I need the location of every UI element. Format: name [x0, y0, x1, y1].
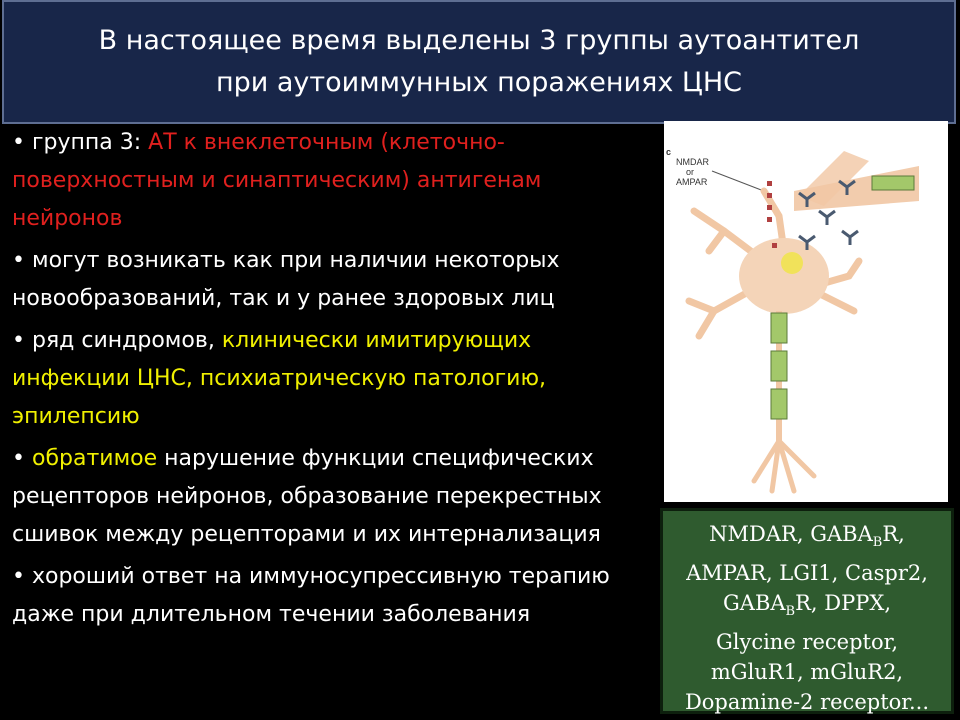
antigen-text: NMDAR, GABA	[709, 522, 873, 546]
bullet-marker: •	[12, 248, 32, 273]
bullet-text: ряд синдромов,	[31, 328, 222, 353]
bullet-syndromes: • ряд синдромов, клинически имитирующих …	[12, 322, 652, 436]
axon	[770, 311, 788, 441]
antibody-icons	[798, 179, 859, 250]
synapse-region	[799, 151, 869, 206]
bullet-text: группа 3:	[31, 130, 149, 155]
antigen-list: NMDAR, GABABR, AMPAR, LGI1, Caspr2, GABA…	[660, 508, 954, 714]
bullet-highlight-yellow: клинически имитирующих инфекции ЦНС, пси…	[12, 328, 546, 429]
bullet-marker: •	[12, 446, 32, 471]
antigen-text: GABA	[723, 591, 786, 616]
neuron-figure: c NMDAR or AMPAR	[664, 121, 948, 502]
bullet-group3: • группа 3: АТ к внеклеточным (клеточно-…	[12, 124, 652, 238]
title-line-1: В настоящее время выделены 3 группы ауто…	[98, 25, 860, 56]
bullet-text: могут возникать как при наличии некоторы…	[12, 248, 560, 311]
antigen-line-3: GABABR, DPPX,	[663, 588, 951, 627]
receptor-label-1: NMDAR	[676, 157, 709, 167]
bullet-marker: •	[12, 328, 32, 353]
bullet-marker: •	[12, 130, 32, 155]
bullet-highlight-red: АТ к внеклеточным (клеточно-поверхностны…	[12, 130, 542, 231]
receptor-label-2: or	[686, 167, 694, 177]
antigen-text: R,	[882, 522, 905, 546]
antigen-line-4: Glycine receptor,	[715, 630, 899, 655]
antigen-line-2: AMPAR, LGI1, Caspr2,	[686, 561, 928, 586]
bullet-therapy: • хороший ответ на иммуносупрессивную те…	[12, 558, 652, 634]
bullet-highlight-yellow: обратимое	[31, 446, 158, 471]
antigen-line-1: NMDAR, GABABR,	[663, 519, 951, 558]
bullet-origin: • могут возникать как при наличии некото…	[12, 242, 652, 318]
antigen-subscript: B	[872, 535, 883, 551]
title-line-2: при аутоиммунных поражениях ЦНС	[215, 67, 743, 98]
bullet-reversible: • обратимое нарушение функции специфичес…	[12, 440, 652, 554]
neuron-illustration: c NMDAR or AMPAR	[666, 147, 919, 494]
receptor-label-3: AMPAR	[676, 177, 708, 187]
bullet-list: • группа 3: АТ к внеклеточным (клеточно-…	[12, 124, 652, 638]
nucleus	[781, 252, 803, 274]
myelin-segment-top	[871, 175, 915, 191]
bullet-text: хороший ответ на иммуносупрессивную тера…	[12, 564, 610, 627]
antigen-text: R, DPPX,	[795, 591, 891, 616]
panel-letter: c	[666, 147, 671, 157]
axon-terminals	[751, 438, 817, 494]
cell-body	[739, 238, 829, 314]
receptor-marks	[767, 181, 777, 248]
antigen-line-5: mGluR1, mGluR2,	[710, 660, 904, 685]
antigen-line-6: Dopamine-2 receptor...	[684, 690, 930, 715]
slide-title: В настоящее время выделены 3 группы ауто…	[2, 0, 956, 124]
bullet-marker: •	[12, 564, 32, 589]
bullet-text: нарушение функции специфических рецептор…	[12, 446, 602, 547]
antigen-subscript: B	[785, 604, 796, 620]
